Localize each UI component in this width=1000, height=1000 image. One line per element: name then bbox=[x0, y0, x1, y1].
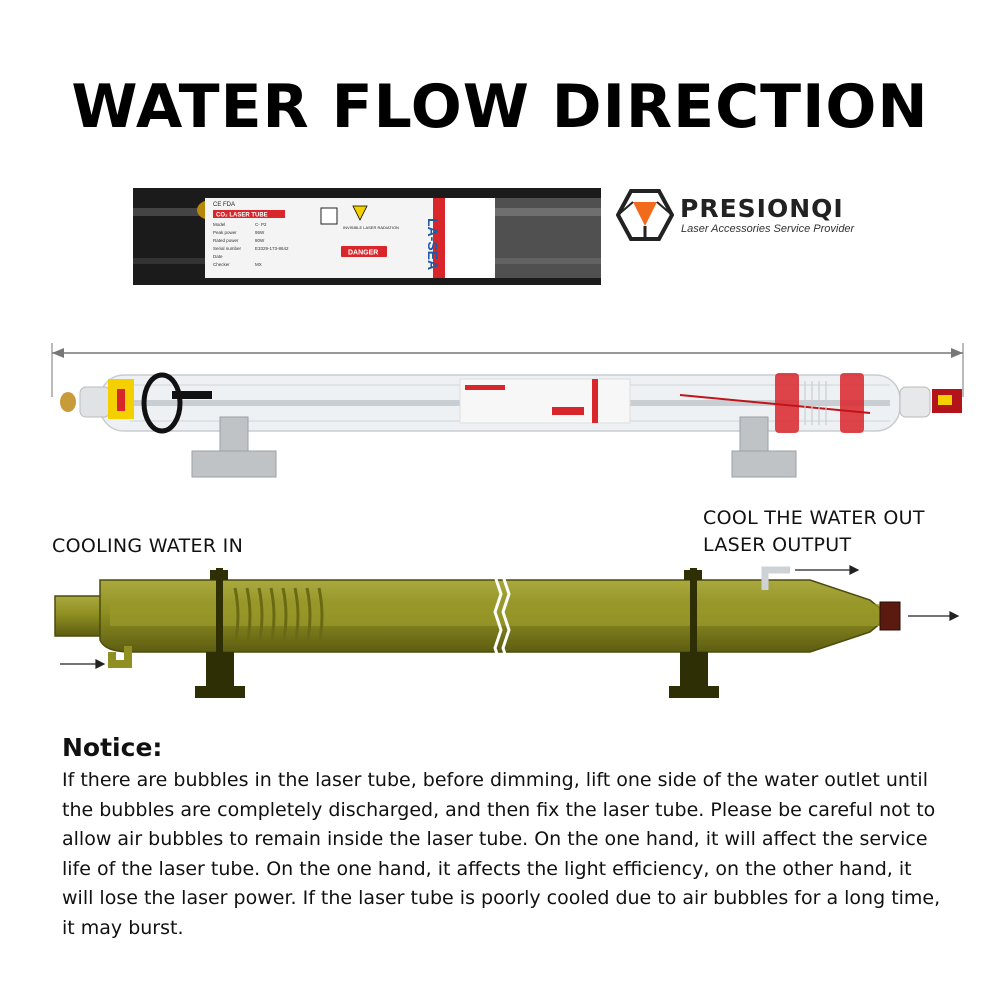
spec-value: 80W bbox=[255, 238, 265, 243]
brand-name: PRESIONQI bbox=[680, 194, 844, 223]
laser-tube-photo bbox=[51, 343, 964, 478]
spec-value: C- P2 bbox=[255, 222, 267, 227]
spec-key: Rated power bbox=[213, 238, 239, 243]
maker-name: LA-SEA bbox=[425, 218, 441, 270]
brand-tagline: Laser Accessories Service Provider bbox=[681, 223, 855, 235]
laser-hazard-icon bbox=[352, 205, 368, 221]
hexagon-logo-icon bbox=[616, 189, 674, 241]
water-flow-diagram bbox=[54, 565, 960, 698]
spec-key: Model bbox=[213, 222, 225, 227]
laser-output-label: LASER OUTPUT bbox=[703, 534, 852, 556]
danger-sign: DANGER bbox=[348, 250, 378, 257]
page-title: WATER FLOW DIRECTION bbox=[71, 72, 929, 142]
spec-key: Peak power bbox=[213, 230, 237, 235]
notice-body: If there are bubbles in the laser tube, … bbox=[62, 769, 941, 939]
product-name: CO₂ LASER TUBE bbox=[216, 213, 268, 219]
cooling-water-in-label: COOLING WATER IN bbox=[52, 535, 244, 557]
laser-warning-text: INVISIBLE LASER RADIATION bbox=[343, 225, 399, 230]
spec-value: E3329-173-8642 bbox=[255, 246, 289, 251]
spec-key: Serial number bbox=[213, 246, 242, 251]
spec-key: Checker bbox=[213, 262, 230, 267]
spec-value: 95W bbox=[255, 230, 265, 235]
tube-label-closeup-image: CE FDA CO₂ LASER TUBE Model C- P2 Peak pow… bbox=[133, 188, 601, 285]
spec-value: MX bbox=[255, 262, 262, 267]
notice-heading: Notice: bbox=[62, 733, 163, 762]
spec-key: Date bbox=[213, 254, 223, 259]
cert-marks: CE FDA bbox=[213, 202, 235, 208]
water-out-label: COOL THE WATER OUT bbox=[703, 507, 925, 529]
